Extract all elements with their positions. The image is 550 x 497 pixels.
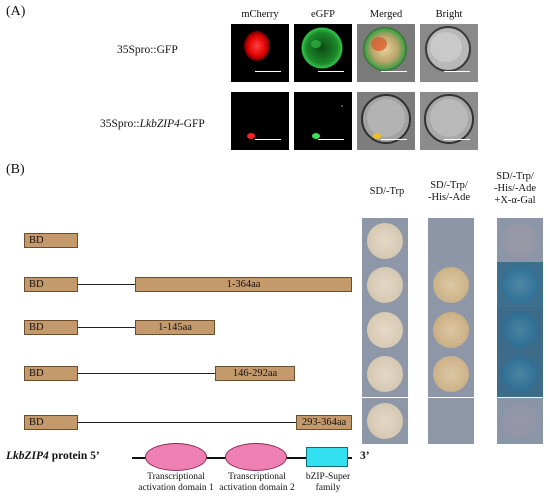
- plate-293-364-sd-trp: [362, 398, 408, 444]
- plate-1-364-sd-trp: [362, 262, 408, 308]
- column-header-merged: Merged: [369, 9, 403, 20]
- scale-bar: [255, 139, 281, 140]
- linker-line: [78, 284, 135, 285]
- column-header-bright: Bright: [435, 9, 463, 20]
- header-sd-trp-his-ade-xgal: SD/-Trp/ -His/-Ade +X-α-Gal: [482, 171, 548, 207]
- fragment-box-1-145: 1-145aa: [135, 320, 215, 335]
- scale-bar: [318, 139, 344, 140]
- fragment-box-293-364: 293-364aa: [296, 415, 352, 430]
- header-line: +X-α-Gal: [494, 195, 536, 206]
- scale-bar: [381, 71, 407, 72]
- merged-image-lkbzip4: [357, 92, 415, 150]
- header-line: SD/-Trp/: [496, 171, 534, 182]
- row-label-35spro-gfp: 35Spro::GFP: [117, 44, 178, 56]
- plate-1-364-xgal: [497, 262, 543, 308]
- scale-bar: [444, 139, 470, 140]
- protein-name-label: LkbZIP4 protein 5’: [6, 450, 100, 462]
- bright-image-gfp: [420, 24, 478, 82]
- header-sd-trp-his-ade: SD/-Trp/ -His/-Ade: [418, 180, 480, 204]
- plate-1-145-sd-trp: [362, 307, 408, 353]
- plate-bd-sd-trp: [362, 218, 408, 264]
- plate-1-145-xgal: [497, 307, 543, 353]
- bd-box: BD: [24, 366, 78, 381]
- header-sd-trp: SD/-Trp: [356, 186, 418, 198]
- plate-bd-sd-trp-his-ade: [428, 218, 474, 264]
- bd-box: BD: [24, 233, 78, 248]
- protein-3prime-label: 3’: [360, 450, 370, 462]
- plate-1-145-sd-trp-his-ade: [428, 307, 474, 353]
- column-header-mcherry: mCherry: [241, 9, 279, 20]
- bzip-domain-shape: [306, 447, 348, 467]
- plate-146-292-xgal: [497, 351, 543, 397]
- panel-b-label: (B): [6, 162, 25, 177]
- linker-line: [78, 422, 296, 423]
- scale-bar: [255, 71, 281, 72]
- bd-box: BD: [24, 320, 78, 335]
- egfp-image-lkbzip4: [294, 92, 352, 150]
- column-header-egfp: eGFP: [311, 9, 335, 20]
- fragment-box-146-292: 146-292aa: [215, 366, 295, 381]
- header-line: SD/-Trp/: [430, 180, 468, 191]
- scale-bar: [318, 71, 344, 72]
- scale-bar: [444, 71, 470, 72]
- bright-image-lkbzip4: [420, 92, 478, 150]
- panel-a-label: (A): [6, 4, 26, 19]
- header-line: -His/-Ade: [494, 183, 536, 194]
- merged-image-gfp: [357, 24, 415, 82]
- activation-domain-1-shape: [145, 443, 207, 471]
- plate-293-364-xgal: [497, 398, 543, 444]
- plate-293-364-sd-trp-his-ade: [428, 398, 474, 444]
- bd-box: BD: [24, 415, 78, 430]
- plate-1-364-sd-trp-his-ade: [428, 262, 474, 308]
- mcherry-image-lkbzip4: [231, 92, 289, 150]
- bd-box: BD: [24, 277, 78, 292]
- row-label-35spro-lkbzip4-gfp: 35Spro::LkbZIP4-GFP: [100, 118, 205, 130]
- activation-domain-2-shape: [225, 443, 287, 471]
- plate-146-292-sd-trp-his-ade: [428, 351, 474, 397]
- mcherry-image-gfp: [231, 24, 289, 82]
- egfp-image-gfp: [294, 24, 352, 82]
- plate-146-292-sd-trp: [362, 351, 408, 397]
- linker-line: [78, 373, 215, 374]
- linker-line: [78, 327, 135, 328]
- header-line: -His/-Ade: [428, 192, 470, 203]
- header-line: SD/-Trp: [369, 186, 405, 197]
- fragment-box-1-364: 1-364aa: [135, 277, 352, 292]
- scale-bar: [381, 139, 407, 140]
- plate-bd-xgal: [497, 218, 543, 264]
